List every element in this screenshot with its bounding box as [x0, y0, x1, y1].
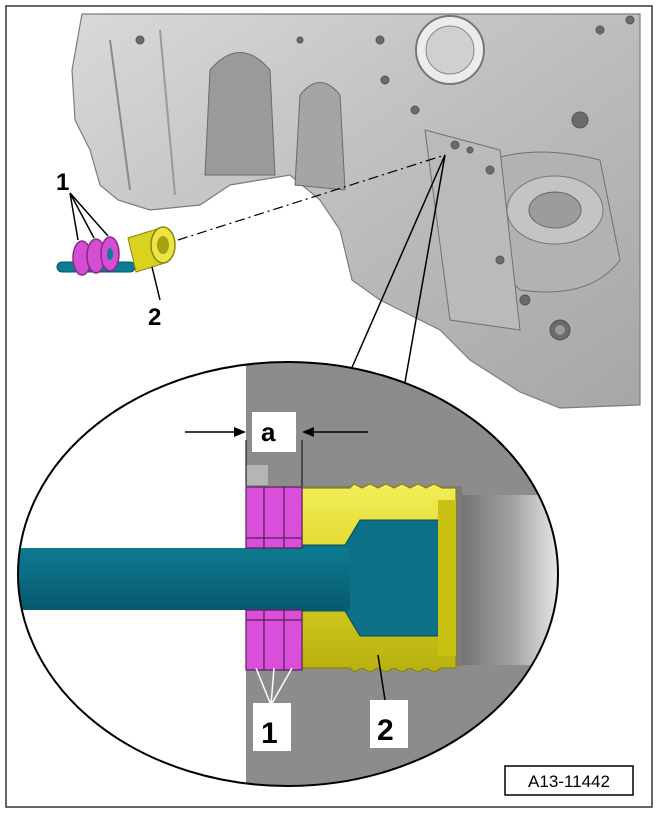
- dimension-a: [185, 412, 368, 486]
- detail-leaders: [255, 654, 386, 706]
- figure-reference: A13-11442: [528, 772, 610, 791]
- exploded-parts: [56, 154, 446, 301]
- shaft-section: [18, 548, 350, 610]
- engine-block: [71, 13, 641, 409]
- callout-part-1-top: 1: [56, 169, 69, 196]
- callout-dimension-a: a: [261, 417, 276, 447]
- washer-section: [245, 486, 303, 671]
- sleeve-part: [127, 226, 176, 273]
- callout-part-1-detail: 1: [261, 717, 278, 750]
- callout-part-2-detail: 2: [377, 714, 394, 747]
- washer-stack: [72, 236, 120, 276]
- detail-ellipse-border: [17, 361, 559, 787]
- bore: [455, 495, 558, 665]
- zoom-line-right: [403, 154, 446, 389]
- callout-part-2-top: 2: [148, 304, 161, 331]
- callout-1-box: [253, 703, 291, 751]
- detail-view: [17, 361, 559, 787]
- callout-2-box: [370, 700, 408, 748]
- zoom-line-left: [349, 154, 446, 373]
- figure-reference-box: [504, 765, 634, 796]
